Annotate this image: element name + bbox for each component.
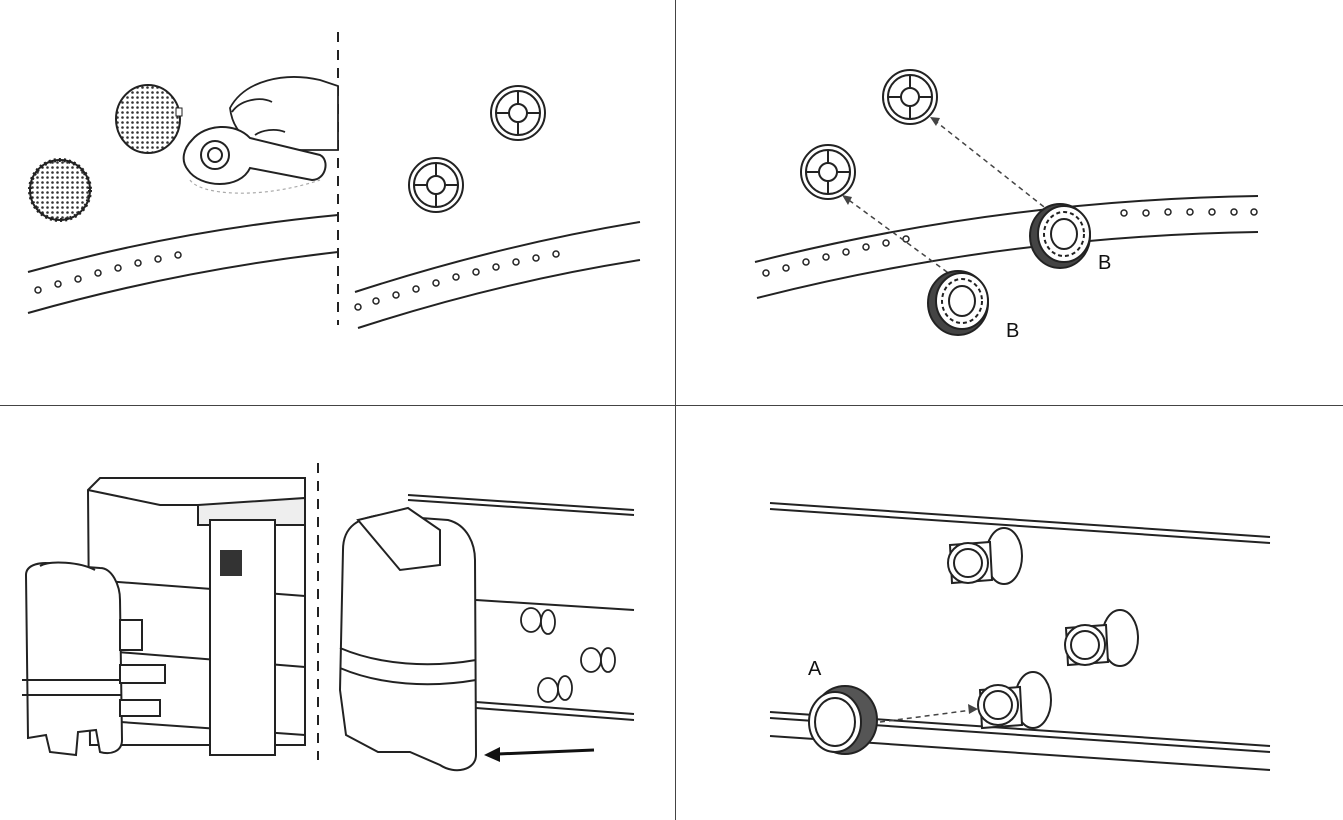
- arrow-icon: [842, 195, 852, 205]
- arrow-icon: [968, 704, 978, 714]
- wall-holes: [34, 251, 182, 294]
- wrench-ghost-outline: [189, 179, 321, 194]
- pool-wall-icon: [769, 502, 1271, 771]
- pool-wall-bottom-edge: [357, 259, 641, 329]
- arrow-icon: [930, 117, 940, 126]
- fitting-icon: [800, 144, 856, 200]
- fitting-icon: [1064, 609, 1139, 667]
- label-a: A: [808, 658, 822, 680]
- fitting-icon: [882, 69, 938, 125]
- pool-wall-bottom-edge: [27, 251, 339, 314]
- pool-wall-top-edge: [354, 221, 641, 293]
- pool-wall-icon: [407, 494, 635, 721]
- wall-holes: [354, 250, 560, 311]
- vertical-divider: [675, 0, 676, 820]
- pump-icon: [338, 506, 478, 772]
- fitting-icon: [947, 527, 1023, 585]
- fitting-icon: [977, 671, 1052, 730]
- strainer-cap-icon: [808, 685, 878, 755]
- fitting-icon: [490, 85, 546, 141]
- pool-wall-bottom-edge: [756, 231, 1259, 299]
- arrow-icon: [879, 709, 973, 723]
- fitting-icon: [520, 607, 616, 703]
- logo-icon: [220, 550, 242, 576]
- wall-holes: [762, 208, 1258, 277]
- arrow-icon: [484, 747, 595, 762]
- strainer-ring-icon: [1029, 203, 1091, 269]
- label-b-lower: B: [1006, 320, 1020, 342]
- pool-wall-top-edge: [27, 214, 339, 273]
- horizontal-divider: [0, 405, 1343, 406]
- fitting-icon: [408, 157, 464, 213]
- wrench-icon: [182, 125, 327, 185]
- strainer-ring-icon: [927, 270, 989, 336]
- pump-icon: [22, 561, 166, 757]
- panel-remove-strainers: [27, 32, 641, 329]
- arrow-icon: [845, 119, 1059, 284]
- strainer-icon: [28, 158, 92, 222]
- pool-wall-icon: [86, 477, 306, 756]
- strainer-icon: [115, 84, 183, 154]
- pool-wall-top-edge: [754, 195, 1259, 263]
- label-b-upper: B: [1098, 252, 1112, 274]
